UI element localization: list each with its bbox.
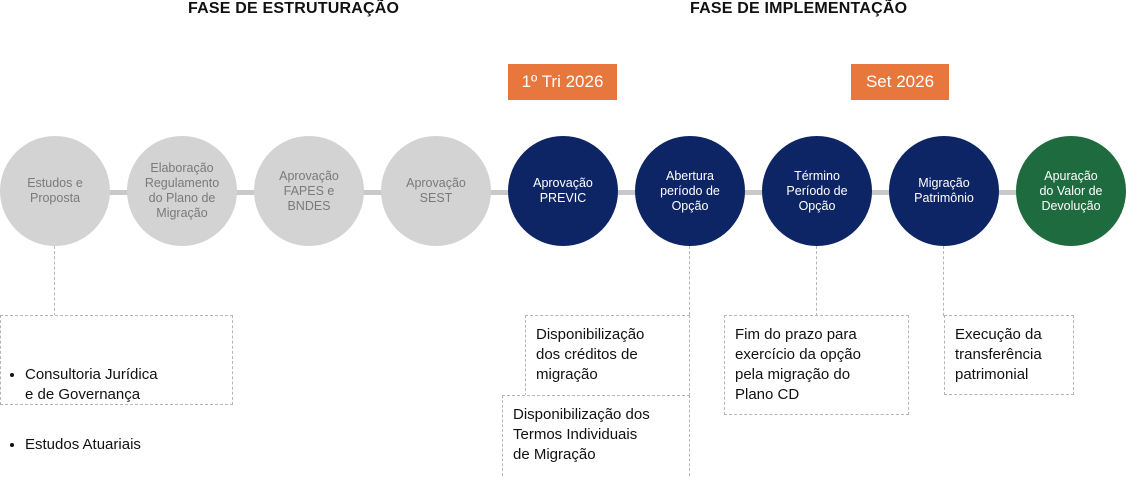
note-studies-item: Estudos Atuariais — [25, 435, 222, 455]
phase-structuring-title: FASE DE ESTRUTURAÇÃO — [188, 0, 400, 17]
date-badge-first: 1º Tri 2026 — [508, 64, 617, 100]
step-migracao-patrimonio: Migração Patrimônio — [889, 136, 999, 246]
step-estudos-proposta: Estudos e Proposta — [0, 136, 110, 246]
note-studies-item: Consultoria Jurídica e de Governança — [25, 365, 222, 405]
step-aprovacao-previc: Aprovação PREVIC — [508, 136, 618, 246]
note-studies: Consultoria Jurídica e de Governança Est… — [0, 315, 233, 453]
step-aprovacao-fapes-bndes: Aprovação FAPES e BNDES — [254, 136, 364, 246]
connector-studies — [54, 246, 55, 316]
phase-implementation-title: FASE DE IMPLEMENTAÇÃO — [690, 0, 908, 17]
date-badge-second: Set 2026 — [851, 64, 949, 100]
step-apuracao-valor-devolucao: Apuração do Valor de Devolução — [1016, 136, 1126, 246]
connector-migracao — [943, 246, 944, 316]
connector-termino — [816, 246, 817, 316]
note-transfer: Execução da transferência patrimonial — [944, 315, 1074, 395]
note-terms: Disponibilização dos Termos Individuais … — [502, 395, 690, 476]
step-termino-periodo-opcao: Término Período de Opção — [762, 136, 872, 246]
note-deadline: Fim do prazo para exercício da opção pel… — [724, 315, 909, 415]
step-elaboracao-regulamento: Elaboração Regulamento do Plano de Migra… — [127, 136, 237, 246]
note-credits: Disponibilização dos créditos de migraçã… — [525, 315, 690, 396]
step-abertura-periodo-opcao: Abertura período de Opção — [635, 136, 745, 246]
step-aprovacao-sest: Aprovação SEST — [381, 136, 491, 246]
